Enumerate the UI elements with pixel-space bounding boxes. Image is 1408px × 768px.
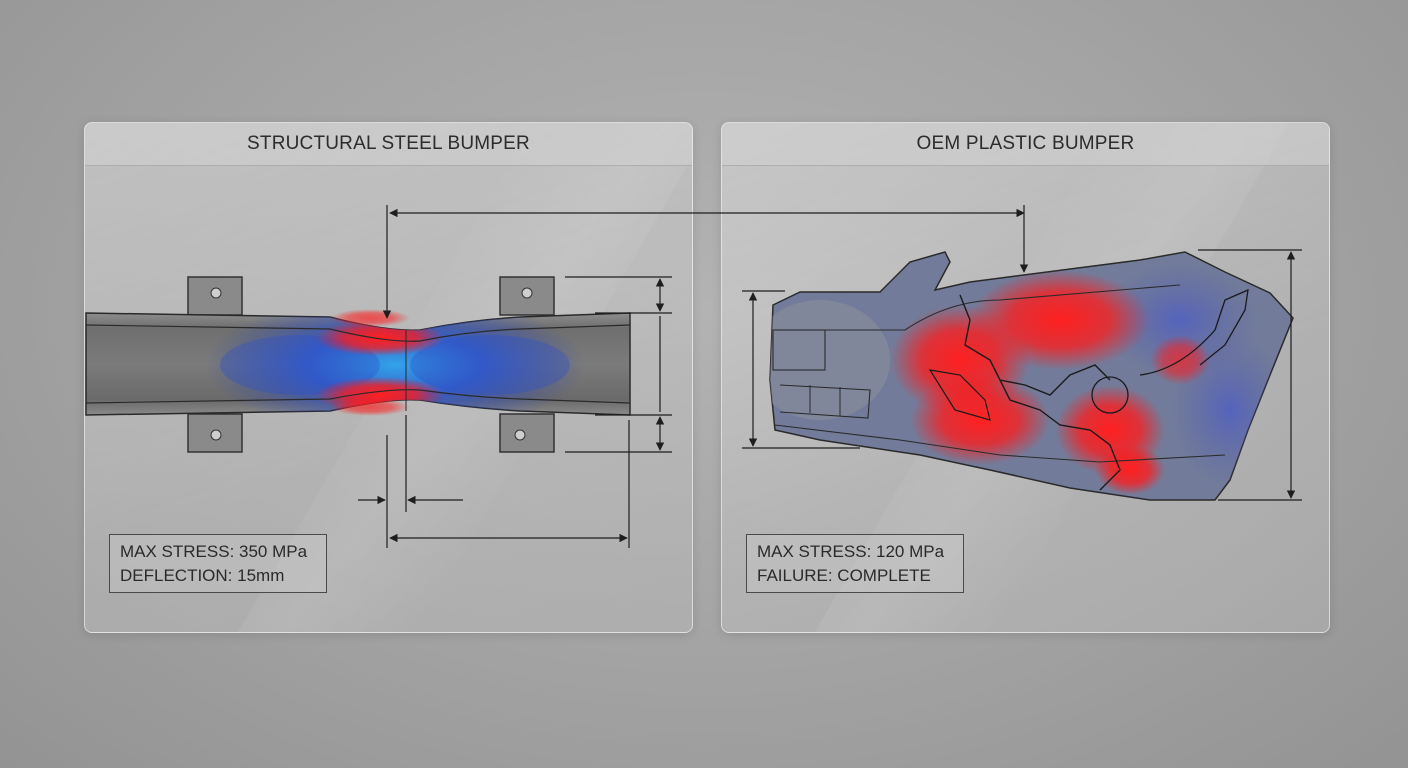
steel-beam (85, 276, 631, 453)
steel-dimension-lines (358, 205, 1029, 548)
steel-deflection: DEFLECTION: 15mm (120, 566, 285, 585)
plastic-bumper (769, 251, 1294, 501)
steel-max-stress: MAX STRESS: 350 MPa (120, 542, 308, 561)
plastic-dimension-lines (742, 249, 1302, 501)
plastic-failure: FAILURE: COMPLETE (757, 566, 931, 585)
panel-title-steel: STRUCTURAL STEEL BUMPER (85, 123, 692, 166)
plastic-stats-box: MAX STRESS: 120 MPa FAILURE: COMPLETE (746, 534, 964, 593)
steel-stats-box: MAX STRESS: 350 MPa DEFLECTION: 15mm (109, 534, 327, 593)
plastic-max-stress: MAX STRESS: 120 MPa (757, 542, 945, 561)
panel-title-plastic: OEM PLASTIC BUMPER (722, 123, 1329, 166)
